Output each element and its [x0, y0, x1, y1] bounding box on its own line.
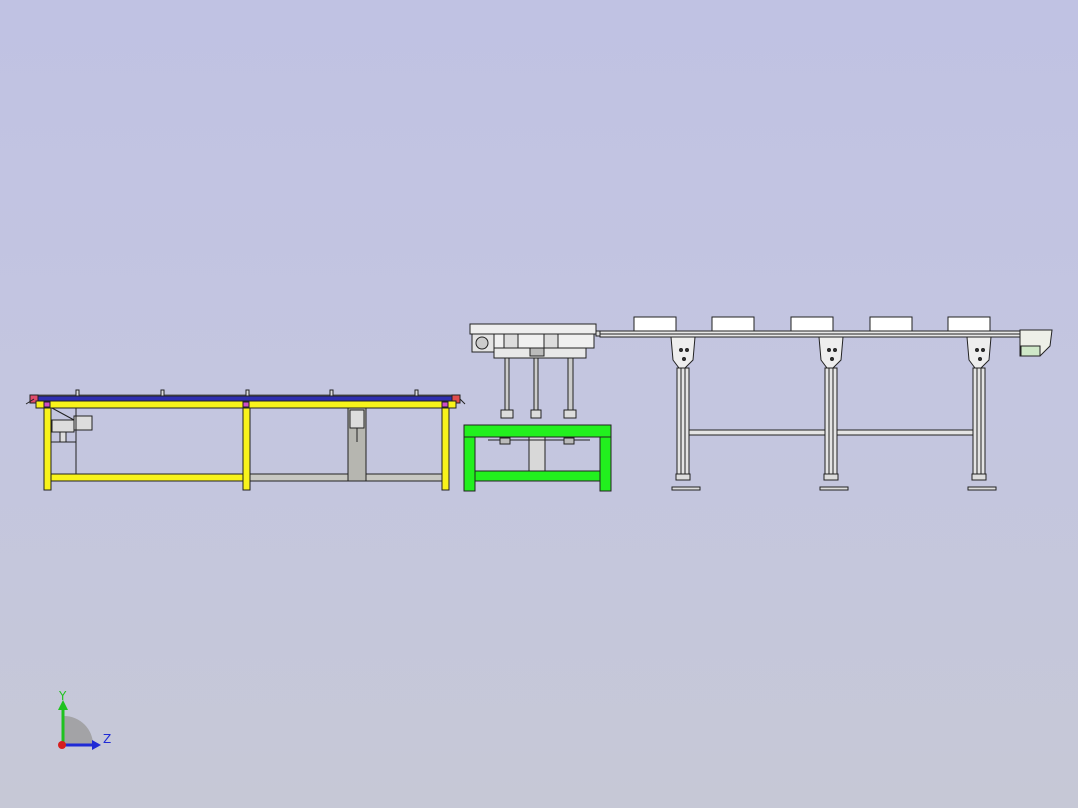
- conveyor-belt: [33, 395, 459, 402]
- drive-wheel: [475, 336, 489, 350]
- green-table-leg: [599, 436, 612, 492]
- carriage-block: [503, 333, 519, 349]
- y-axis-label: Y: [58, 689, 67, 703]
- right-tail: [459, 398, 466, 405]
- carriage-block: [543, 333, 559, 349]
- y-axis-arrow-icon: [58, 700, 68, 710]
- view-orientation-triad[interactable]: Y Z: [58, 689, 111, 750]
- guide-rod: [533, 357, 539, 415]
- drive-motor: [51, 407, 93, 443]
- rail-joint: [43, 401, 51, 408]
- conveyor-bottom-rail: [50, 473, 244, 482]
- leg-brace: [836, 429, 974, 436]
- end-cap-green: [1020, 345, 1041, 357]
- rod-foot: [500, 409, 514, 419]
- triad-arc: [64, 716, 93, 745]
- rod-foot: [563, 409, 577, 419]
- lift-station-assembly[interactable]: [463, 323, 612, 492]
- outfeed-leg-3: [966, 336, 997, 491]
- green-table-top: [463, 424, 612, 438]
- z-axis-arrow-icon: [92, 740, 101, 750]
- conveyor-bottom-rail-gray: [249, 473, 443, 482]
- belt-guide-pins: [75, 389, 419, 397]
- center-column: [528, 436, 546, 472]
- table-fixture: [563, 437, 575, 445]
- guide-rod: [567, 357, 574, 415]
- rail-joint: [242, 401, 250, 408]
- belt-conveyor-assembly[interactable]: [25, 389, 466, 491]
- green-table-bottom: [474, 470, 601, 482]
- x-axis-origin-icon: [58, 741, 66, 749]
- outfeed-leg-1: [670, 336, 701, 491]
- cylinder-mount: [349, 409, 365, 429]
- conveyor-leg: [441, 407, 450, 491]
- guide-rod: [504, 357, 510, 415]
- outfeed-leg-2: [818, 336, 849, 491]
- product-boxes: [633, 316, 991, 332]
- conveyor-leg: [43, 407, 52, 491]
- rail-joint: [441, 401, 449, 408]
- z-axis-label: Z: [103, 732, 111, 746]
- upper-frame: [469, 323, 597, 335]
- leg-brace: [688, 429, 826, 436]
- conveyor-leg: [242, 407, 251, 491]
- outfeed-conveyor-assembly[interactable]: [599, 316, 1053, 491]
- table-fixture: [499, 437, 511, 445]
- green-table-leg: [463, 436, 476, 492]
- carriage-lower-block: [529, 347, 545, 357]
- left-tail: [25, 398, 35, 405]
- rod-foot: [530, 409, 542, 419]
